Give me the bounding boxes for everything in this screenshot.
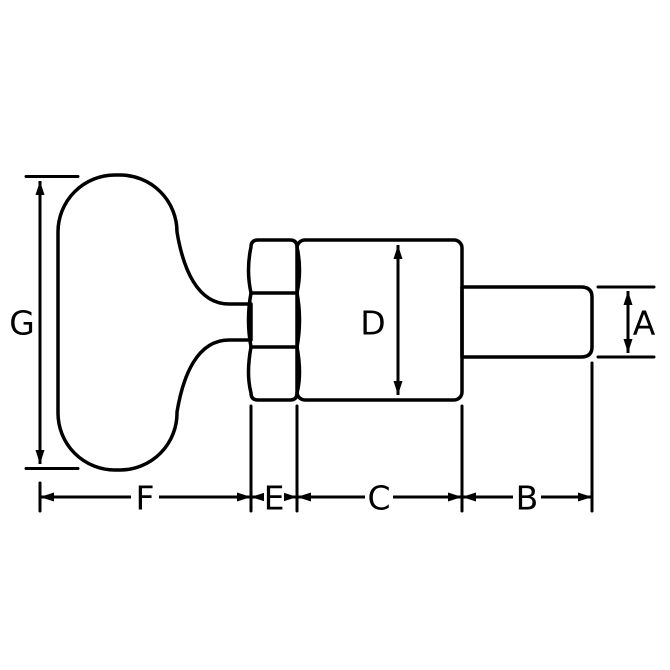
label-a: A bbox=[633, 304, 656, 343]
pin-outline bbox=[460, 285, 594, 359]
dimension-c: C bbox=[297, 479, 462, 518]
label-f-background bbox=[131, 482, 159, 512]
dimension-f: F bbox=[40, 479, 251, 518]
label-c: C bbox=[367, 479, 390, 518]
label-g: G bbox=[9, 304, 35, 343]
part-outline bbox=[56, 173, 594, 472]
label-d: D bbox=[360, 304, 385, 343]
dimension-g: G bbox=[9, 175, 80, 470]
label-b-background bbox=[513, 482, 541, 512]
label-b: B bbox=[516, 479, 539, 518]
dimension-a: A bbox=[596, 285, 656, 359]
handle-outline bbox=[56, 173, 253, 472]
hex-nut-outline bbox=[246, 238, 302, 402]
label-c-background bbox=[365, 482, 393, 512]
label-f: F bbox=[136, 479, 155, 518]
label-e-background bbox=[264, 482, 284, 512]
dimension-e: E bbox=[251, 479, 297, 518]
bottom-extension-lines bbox=[38, 361, 594, 513]
dimension-d: D bbox=[360, 245, 403, 395]
dimension-b: B bbox=[462, 479, 592, 518]
label-e: E bbox=[264, 479, 285, 518]
